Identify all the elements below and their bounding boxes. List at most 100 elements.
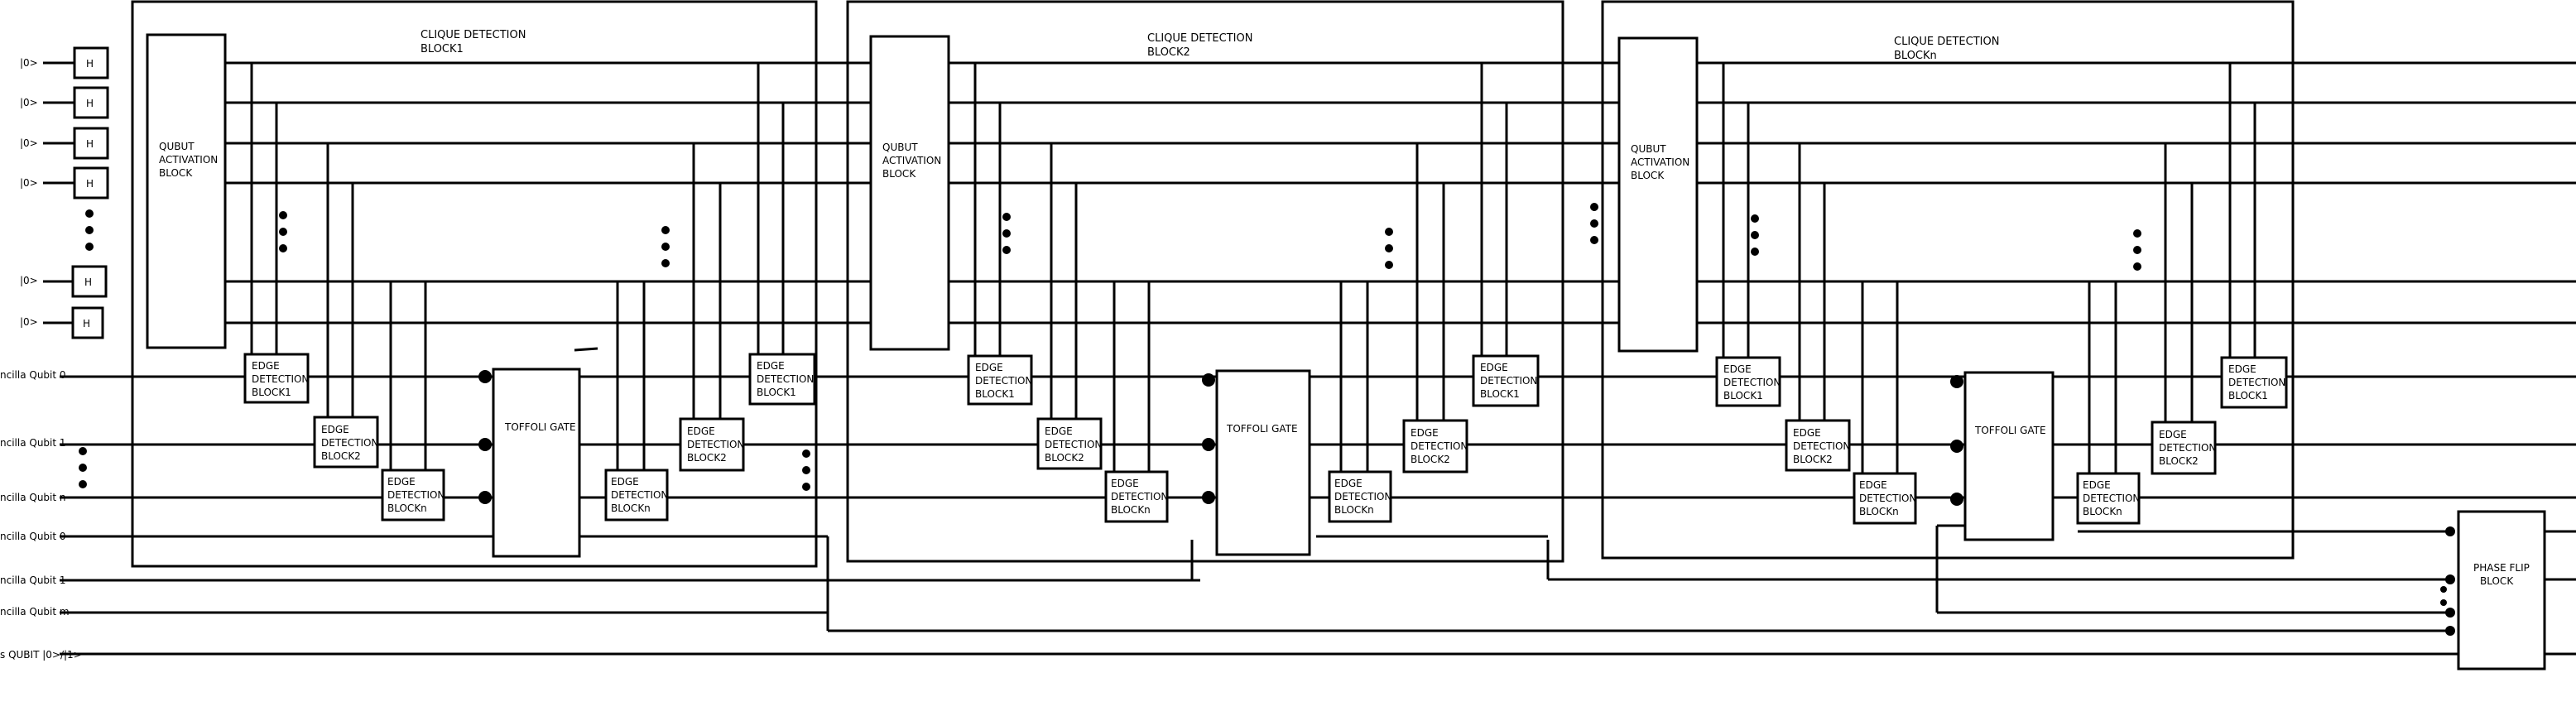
phase-flip-block: PHASE FLIP BLOCK	[2440, 510, 2576, 671]
edge-detection-name: BLOCKn	[387, 502, 427, 514]
edge-detection-line: DETECTION	[757, 373, 814, 385]
phase-flip-line: BLOCK	[2480, 575, 2514, 587]
edge-detection-block: EDGE DETECTION BLOCKn	[604, 469, 669, 522]
edge-detection-line: EDGE	[1859, 479, 1887, 491]
activation-line: BLOCK	[882, 168, 916, 180]
ancilla-label-6: s QUBIT |0>/|1>	[0, 649, 82, 661]
edge-detection-block: EDGE DETECTION BLOCKn	[1104, 470, 1169, 523]
edge-detection-name: BLOCKn	[1111, 504, 1151, 516]
hadamard-gate: H	[71, 265, 108, 298]
edge-detection-block: EDGE DETECTION BLOCK2	[1402, 419, 1468, 473]
qubit-activation-block: QUBUT ACTIVATION BLOCK	[146, 33, 227, 349]
ellipsis-dots	[1590, 203, 1598, 244]
hadamard-gate: H	[73, 166, 109, 199]
edge-detection-block: EDGE DETECTION BLOCK1	[967, 354, 1033, 406]
hadamard-label: H	[83, 318, 90, 329]
edge-detection-name: BLOCKn	[2083, 506, 2122, 517]
edge-detection-block: EDGE DETECTION BLOCKn	[1328, 470, 1392, 523]
hadamard-label: H	[86, 138, 94, 150]
edge-detection-line: EDGE	[611, 476, 639, 488]
hadamard-label: H	[84, 276, 92, 288]
edge-detection-line: EDGE	[975, 362, 1003, 373]
edge-detection-line: EDGE	[252, 360, 280, 372]
edge-detection-name: BLOCKn	[611, 502, 651, 514]
control-dot	[478, 370, 492, 383]
toffoli-gate: TOFFOLI GATE	[1202, 369, 1311, 556]
edge-detection-line: EDGE	[1411, 427, 1439, 439]
edge-detection-line: EDGE	[2083, 479, 2111, 491]
edge-detection-line: DETECTION	[687, 439, 744, 450]
edge-detection-name: BLOCK2	[2159, 455, 2199, 467]
ellipsis-dots	[661, 226, 670, 267]
hadamard-gate: H	[73, 46, 109, 79]
qubit-activation-block: QUBUT ACTIVATION BLOCK	[869, 35, 950, 351]
control-dot	[1202, 373, 1215, 387]
toffoli-label: TOFFOLI GATE	[504, 421, 576, 433]
ancilla-label-0: ncilla Qubit 0	[0, 369, 66, 381]
edge-detection-line: EDGE	[1111, 478, 1139, 489]
control-dot	[2445, 608, 2455, 618]
edge-detection-line: DETECTION	[1859, 493, 1916, 504]
edge-detection-line: EDGE	[1334, 478, 1362, 489]
edge-detection-block: EDGE DETECTION BLOCK2	[1036, 417, 1103, 470]
edge-detection-name: BLOCK1	[252, 387, 291, 398]
edge-detection-name: BLOCK2	[321, 450, 361, 462]
hadamard-label: H	[86, 58, 94, 70]
ellipsis-dots	[79, 447, 87, 488]
edge-detection-name: BLOCKn	[1859, 506, 1899, 517]
edge-detection-line: DETECTION	[2159, 442, 2216, 454]
block-name: BLOCKn	[1894, 50, 1937, 62]
clique-detection-block-n: CLIQUE DETECTION BLOCKn QUBUT ACTIVATION…	[1590, 0, 2295, 560]
control-dot	[1202, 491, 1215, 504]
clique-detection-block-1: CLIQUE DETECTION BLOCK1 QUBUT ACTIVATION…	[131, 0, 818, 568]
ellipsis-dots	[2133, 229, 2141, 271]
edge-detection-line: DETECTION	[1480, 375, 1537, 387]
hadamard-label: H	[86, 98, 94, 109]
edge-detection-line: DETECTION	[611, 489, 668, 501]
control-dot	[2445, 574, 2455, 584]
edge-detection-block: EDGE DETECTION BLOCK1	[1715, 356, 1781, 407]
clique-detection-block-2: CLIQUE DETECTION BLOCK2 QUBUT ACTIVATION…	[846, 0, 1564, 563]
edge-detection-name: BLOCKn	[1334, 504, 1374, 516]
activation-line: ACTIVATION	[882, 155, 941, 166]
edge-detection-block: EDGE DETECTION BLOCK2	[1785, 419, 1851, 472]
input-label-0: |0>	[20, 57, 38, 69]
edge-detection-line: DETECTION	[1411, 440, 1468, 452]
control-dot	[2445, 626, 2455, 636]
edge-detection-block: EDGE DETECTION BLOCK2	[679, 417, 745, 472]
phase-flip-line: PHASE FLIP	[2473, 562, 2530, 574]
ellipsis-dots	[1002, 213, 1011, 254]
edge-detection-line: DETECTION	[1723, 377, 1781, 388]
control-dot	[1950, 375, 1963, 388]
ancilla-label-3: ncilla Qubit 0	[0, 531, 66, 542]
control-dot	[2445, 526, 2455, 536]
ancilla-label-1: ncilla Qubit 1	[0, 437, 66, 449]
block-title: CLIQUE DETECTION	[1894, 36, 1999, 48]
edge-detection-line: EDGE	[687, 425, 715, 437]
edge-detection-block: EDGE DETECTION BLOCK1	[1472, 354, 1540, 407]
control-dot	[1950, 493, 1963, 506]
ancilla-label-5: ncilla Qubit m	[0, 606, 70, 618]
ellipsis-dots	[802, 449, 810, 491]
edge-detection-block: EDGE DETECTION BLOCKn	[1853, 472, 1917, 525]
edge-detection-line: DETECTION	[387, 489, 445, 501]
edge-detection-name: BLOCK1	[1723, 390, 1763, 401]
edge-detection-line: DETECTION	[2083, 493, 2140, 504]
edge-detection-line: EDGE	[2228, 363, 2256, 375]
input-label-3: |0>	[20, 177, 38, 189]
block-title: CLIQUE DETECTION	[421, 29, 526, 41]
edge-detection-line: EDGE	[757, 360, 785, 372]
hadamard-gate: H	[71, 306, 104, 339]
edge-detection-line: EDGE	[1723, 363, 1752, 375]
edge-detection-block: EDGE DETECTION BLOCK1	[243, 353, 310, 404]
activation-line: BLOCK	[1631, 170, 1665, 181]
toffoli-gate: TOFFOLI GATE	[1950, 371, 2055, 541]
edge-detection-line: DETECTION	[1334, 491, 1391, 502]
ancilla-label-4: ncilla Qubit 1	[0, 574, 66, 586]
hadamard-gate: H	[73, 127, 109, 160]
block-title: CLIQUE DETECTION	[1147, 32, 1252, 45]
edge-detection-name: BLOCK2	[1793, 454, 1833, 465]
input-label-1: |0>	[20, 97, 38, 108]
input-qubits: |0> |0> |0> |0> |0> |0> H H H H H	[0, 46, 109, 661]
